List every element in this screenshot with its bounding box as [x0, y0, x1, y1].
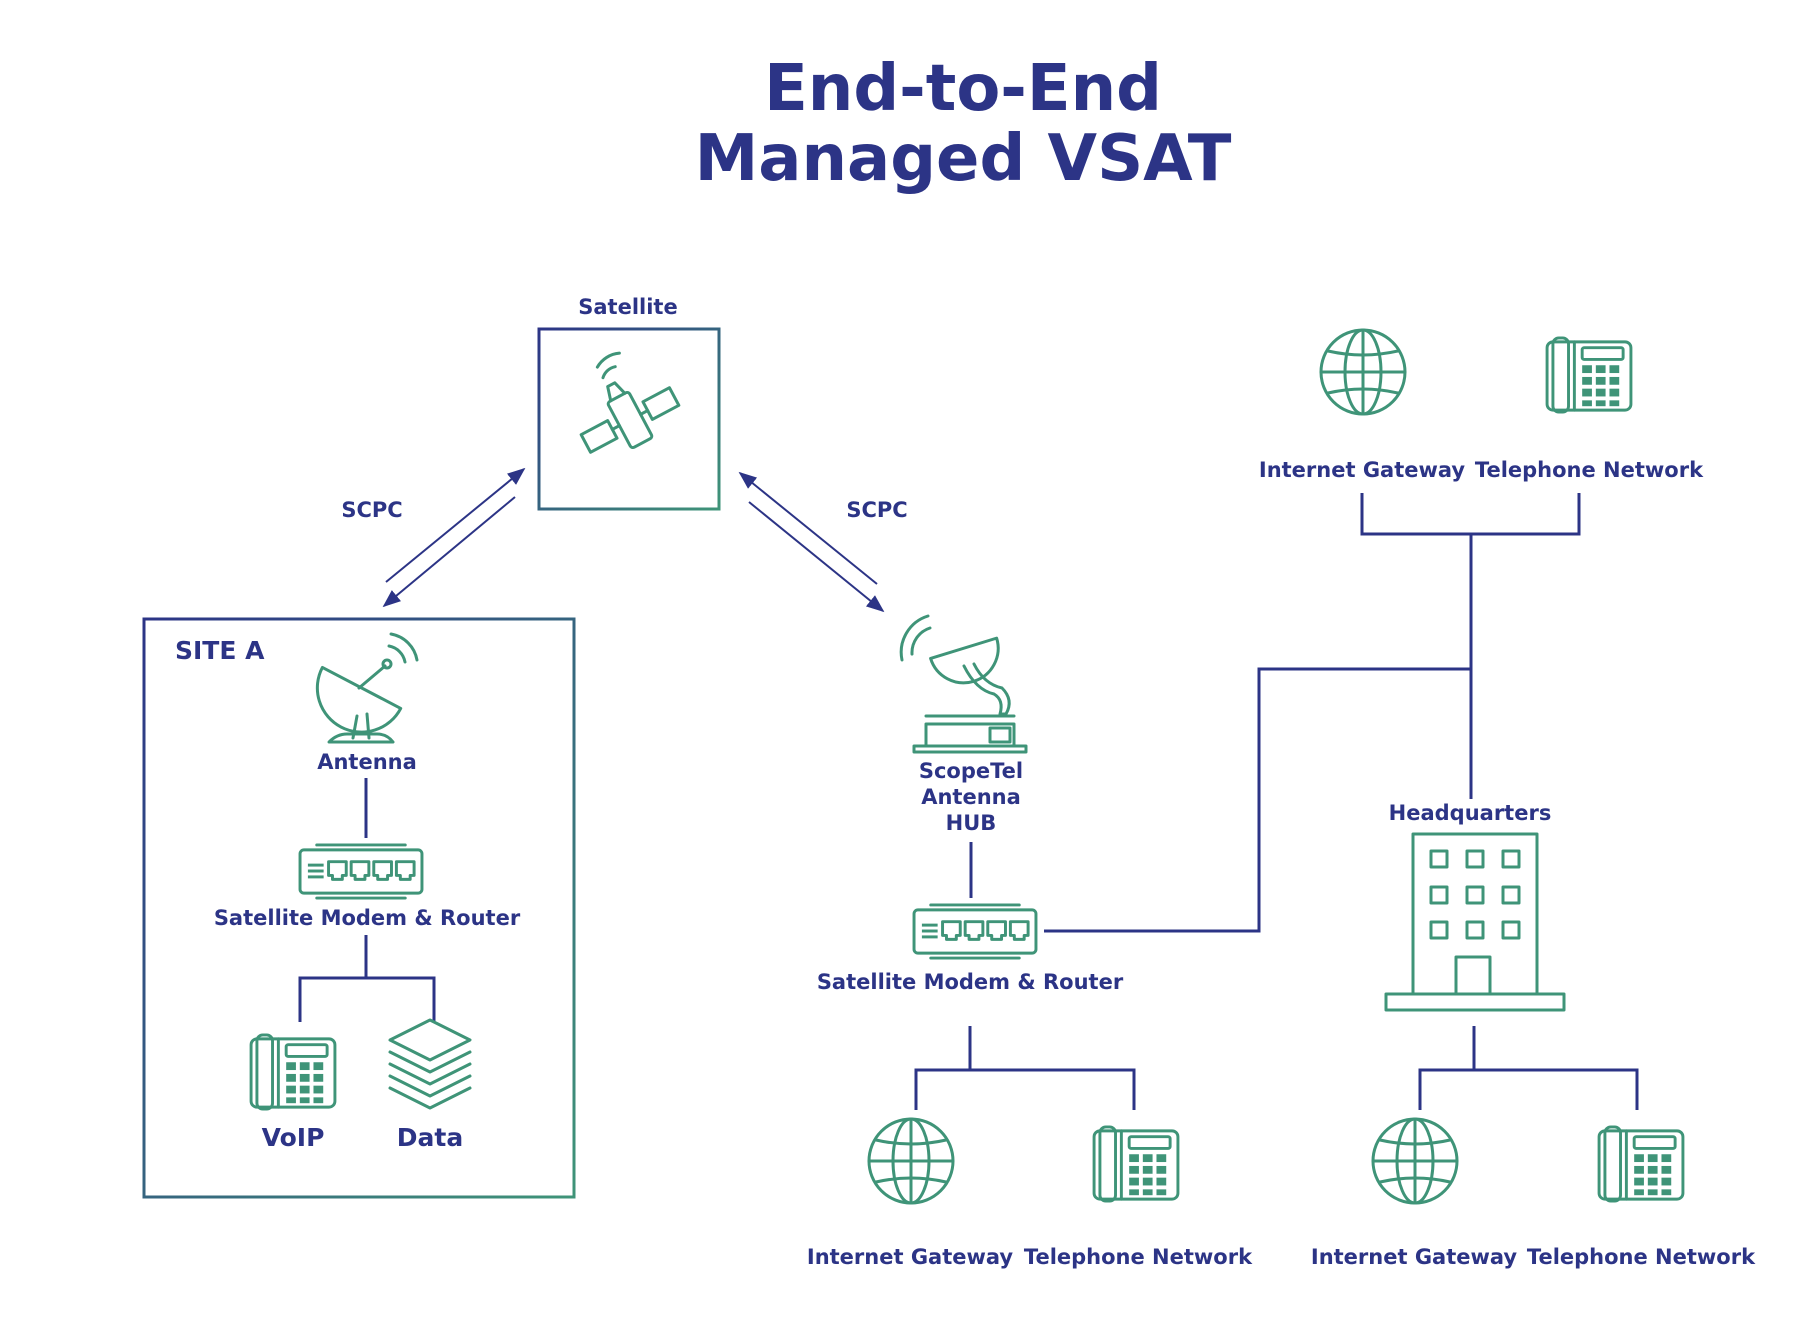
hub-internet-label: Internet Gateway [807, 1245, 1014, 1269]
top-gateway-bus [1360, 493, 1581, 536]
top-telephone-icon [1545, 336, 1633, 414]
top-internet-label: Internet Gateway [1259, 458, 1466, 482]
site-a-data-layers-icon [388, 1018, 472, 1110]
site-a-antenna-icon [315, 632, 419, 744]
hub-modem-label: Satellite Modem & Router [817, 970, 1124, 994]
site-a-branch-lines [298, 935, 436, 1022]
title-line-2: Managed VSAT [695, 122, 1232, 196]
downlink-arrow-left [382, 496, 516, 608]
hub-label-line-3: HUB [946, 811, 997, 835]
satellite-box [537, 327, 721, 511]
hq-telephone-label: Telephone Network [1527, 1245, 1756, 1269]
hq-branch-lines [1418, 1026, 1639, 1110]
site-a-title: SITE A [175, 636, 265, 665]
site-a-modem-label: Satellite Modem & Router [214, 906, 521, 930]
satellite-icon [579, 351, 681, 454]
hub-modem-icon [912, 903, 1038, 960]
hub-label-line-2: Antenna [921, 785, 1021, 809]
uplink-arrow-left [385, 467, 526, 583]
hub-to-hq-trunk [1044, 534, 1473, 933]
hub-antenna-icon [899, 614, 1028, 754]
headquarters-building-icon [1384, 832, 1566, 1012]
hub-telephone-label: Telephone Network [1024, 1245, 1253, 1269]
hq-internet-label: Internet Gateway [1311, 1245, 1518, 1269]
site-a-voip-phone-icon [249, 1033, 337, 1111]
downlink-arrow-right [748, 501, 885, 613]
hub-internet-globe-icon [867, 1117, 955, 1205]
site-a-box [142, 617, 576, 1199]
hub-telephone-icon [1092, 1125, 1180, 1203]
top-internet-globe-icon [1319, 328, 1407, 416]
hq-internet-globe-icon [1371, 1117, 1459, 1205]
site-a-voip-label: VoIP [262, 1123, 325, 1152]
site-a-modem-icon [298, 843, 424, 900]
top-telephone-label: Telephone Network [1475, 458, 1704, 482]
uplink-arrow-right [738, 471, 878, 585]
site-a-data-label: Data [397, 1123, 463, 1152]
hub-label-line-1: ScopeTel [919, 759, 1023, 783]
hq-telephone-icon [1597, 1125, 1685, 1203]
headquarters-label: Headquarters [1389, 801, 1552, 825]
scpc-right-label: SCPC [846, 498, 907, 522]
scpc-left-label: SCPC [341, 498, 402, 522]
hub-branch-lines [914, 1026, 1136, 1110]
title-line-1: End-to-End [764, 52, 1162, 126]
satellite-label: Satellite [578, 295, 677, 319]
site-a-antenna-label: Antenna [317, 750, 417, 774]
